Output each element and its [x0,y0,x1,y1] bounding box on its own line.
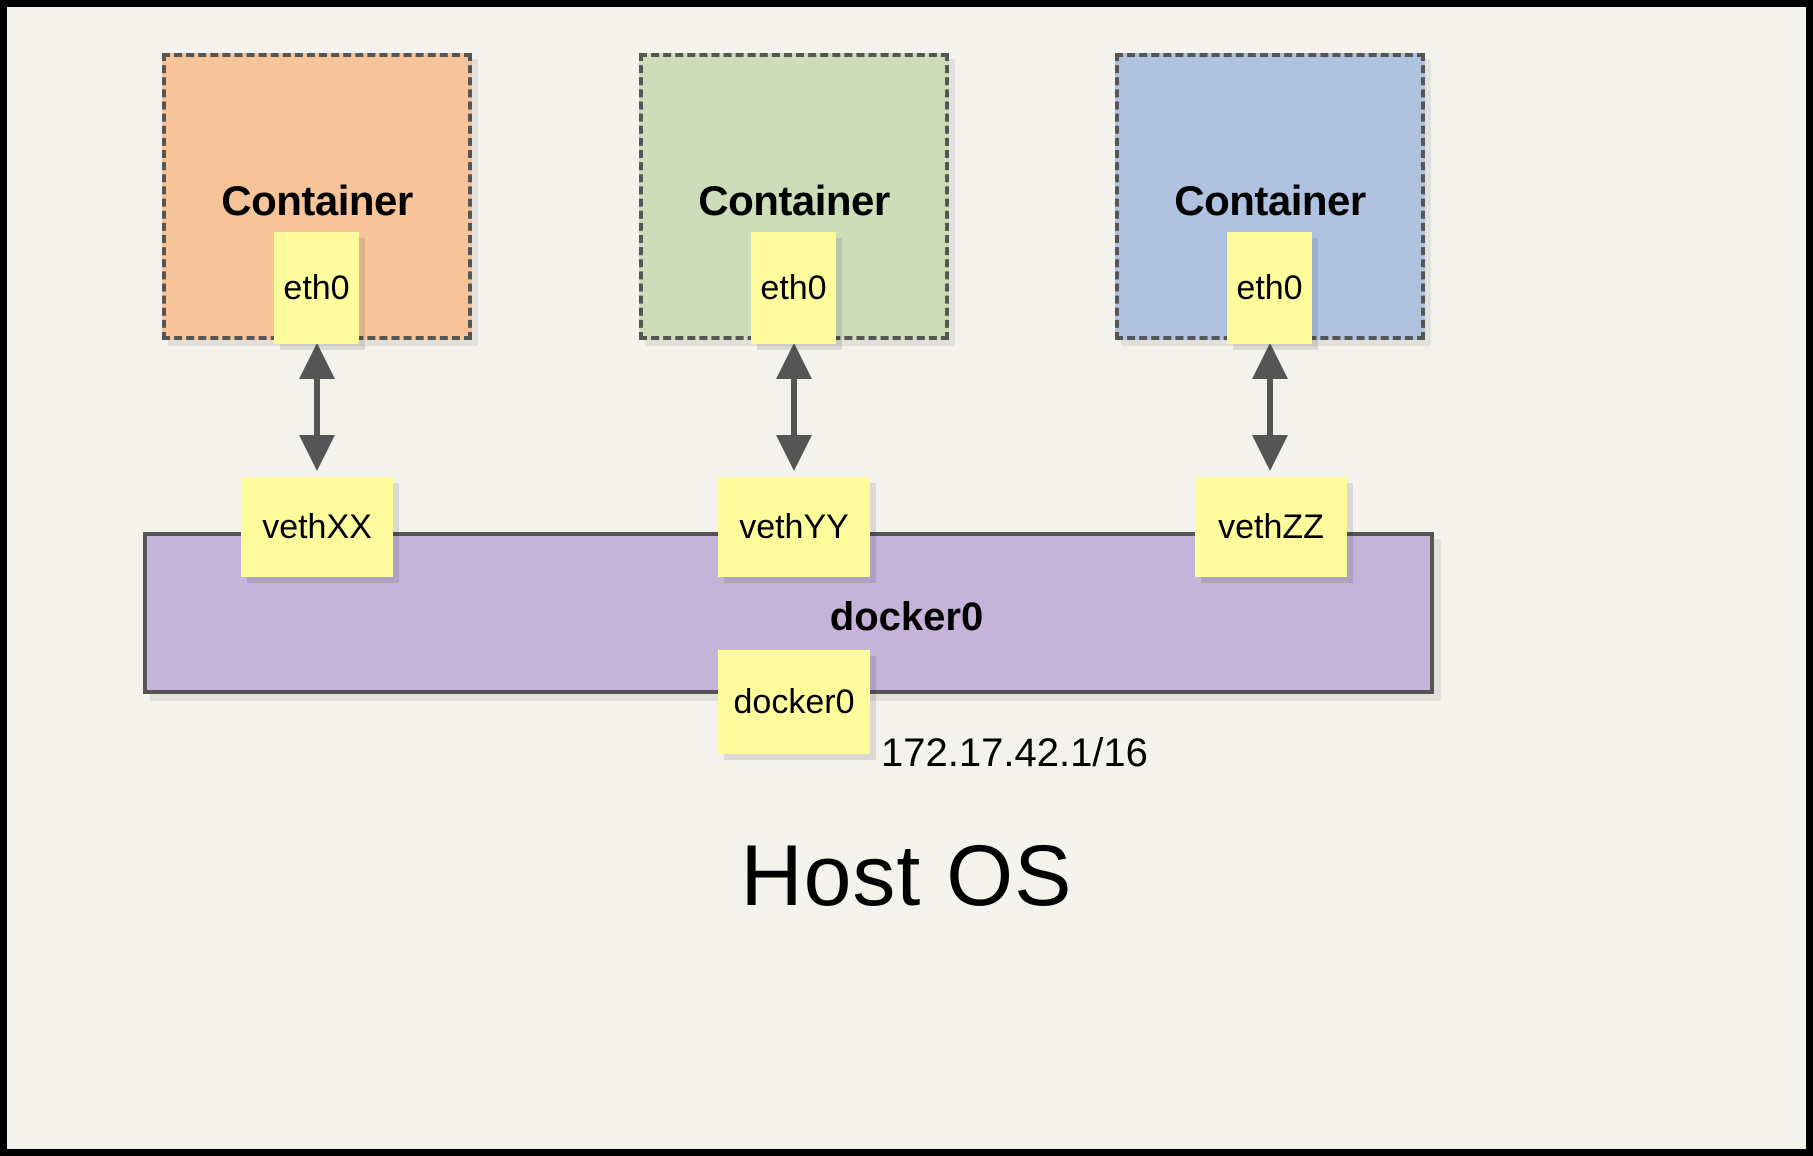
eth0-label-2: eth0 [760,268,827,307]
link-arrow-3 [1252,343,1288,471]
eth0-label-3: eth0 [1236,268,1303,307]
docker0-ip-label: 172.17.42.1/16 [881,731,1148,775]
container-title-2: Container [698,177,890,224]
veth-label-2: vethYY [739,507,849,546]
container-title-1: Container [221,177,413,224]
veth-label-3: vethZZ [1218,507,1324,546]
veth-box-3: vethZZ [1195,477,1347,577]
veth-label-1: vethXX [262,507,372,546]
docker0-interface-box: docker0 [718,650,870,754]
host-os-label: Host OS [740,828,1073,924]
link-arrow-1 [299,343,335,471]
eth0-box-2: eth0 [751,232,836,344]
container-title-3: Container [1174,177,1366,224]
docker0-bridge-label: docker0 [829,595,984,639]
link-arrow-2 [776,343,812,471]
eth0-label-1: eth0 [283,268,350,307]
diagram-canvas: Container eth0 Container eth0 Container … [7,7,1806,1149]
eth0-box-3: eth0 [1227,232,1312,344]
veth-box-1: vethXX [241,477,393,577]
eth0-box-1: eth0 [274,232,359,344]
docker0-interface-label: docker0 [733,682,855,721]
veth-box-2: vethYY [718,477,870,577]
